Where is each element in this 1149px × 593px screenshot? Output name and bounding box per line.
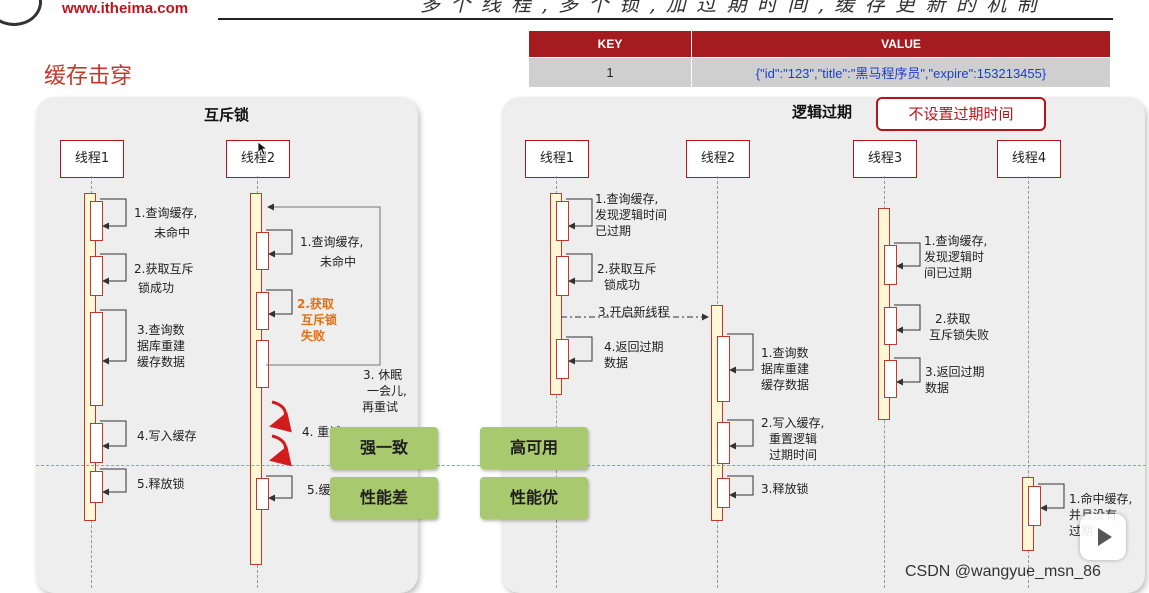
mutex-t1-step4: 4.写入缓存 (137, 429, 197, 443)
logical-thread3-box: 线程3 (853, 140, 917, 178)
logical-t1-step4-a: 4.返回过期 (604, 340, 664, 354)
mutex-panel-title: 互斥锁 (204, 106, 250, 124)
table-row: 1 {"id":"123","title":"黑马程序员","expire":1… (528, 57, 1111, 88)
logical-t2-step3: 3.释放锁 (761, 482, 809, 496)
mutex-thread1-box: 线程1 (60, 140, 124, 178)
logical-t2-step2-a: 2.写入缓存, (761, 416, 825, 430)
logical-t3-step1-a: 1.查询缓存, (924, 234, 988, 248)
mutex-t1-step3-b: 据库重建 (137, 339, 186, 353)
play-button[interactable] (1080, 514, 1126, 560)
logical-t3-step3-b: 数据 (925, 381, 950, 395)
logical-t2-step1-a: 1.查询数 (761, 346, 809, 360)
logical-t1-step1-c: 已过期 (595, 224, 632, 238)
mutex-t2-step1-b: 未命中 (320, 255, 357, 269)
mutex-t2-step2-a: 2.获取 (297, 297, 334, 311)
mutex-t2-step3-a: 3. 休眠 (363, 368, 403, 382)
logical-thread4-box: 线程4 (997, 140, 1061, 178)
logical-thread4-lifeline (1028, 176, 1029, 588)
logical-thread1-box: 线程1 (525, 140, 589, 178)
activation-box (884, 307, 897, 345)
logical-t3-step1-c: 间已过期 (924, 266, 973, 280)
logical-t1-step1-a: 1.查询缓存, (595, 192, 659, 206)
logical-t1-step4-b: 数据 (604, 356, 629, 370)
phase-divider (36, 465, 1146, 466)
watermark: CSDN @wangyue_msn_86 (905, 563, 1101, 580)
no-expire-badge: 不设置过期时间 (876, 97, 1046, 131)
logical-con-badge: 性能优 (480, 477, 588, 519)
logical-t1-step2-b: 锁成功 (604, 278, 641, 292)
logical-t3-step2-b: 互斥锁失败 (929, 328, 990, 342)
logical-t3-step1-b: 发现逻辑时 (924, 250, 985, 264)
logical-t2-step2-b: 重置逻辑 (769, 432, 818, 446)
kv-cell-value: {"id":"123","title":"黑马程序员","expire":153… (691, 57, 1111, 88)
logical-t2-step1-c: 缓存数据 (761, 378, 810, 392)
mutex-t2-step2-b: 互斥锁 (301, 313, 338, 327)
activation-box (256, 478, 269, 510)
mutex-pro-badge: 强一致 (330, 427, 438, 469)
logical-t1-step2-a: 2.获取互斥 (597, 262, 657, 276)
mutex-t2-step2-c: 失败 (301, 329, 326, 343)
mutex-t2-step3-c: 再重试 (362, 400, 399, 414)
mutex-t1-step1-a: 1.查询缓存, (134, 206, 198, 220)
activation-box (556, 201, 569, 241)
logical-t2-step1-b: 据库重建 (761, 362, 810, 376)
logical-thread2-box: 线程2 (686, 140, 750, 178)
header-divider (218, 18, 1113, 20)
play-icon (1098, 528, 1112, 546)
logical-t3-step3-a: 3.返回过期 (925, 365, 985, 379)
activation-box (90, 256, 103, 296)
activation-box (90, 201, 103, 241)
mutex-t1-step1-b: 未命中 (154, 226, 191, 240)
mutex-t2-step5: 5.缓 (307, 483, 331, 497)
mutex-t1-step3-c: 缓存数据 (137, 355, 186, 369)
kv-header-value: VALUE (691, 30, 1111, 58)
retry-arrow-icon (269, 400, 292, 467)
activation-box (256, 340, 269, 388)
cursor-icon (257, 141, 269, 159)
mutex-t1-step3-a: 3.查询数 (137, 323, 185, 337)
mutex-t1-step5: 5.释放锁 (137, 477, 185, 491)
logical-panel-title: 逻辑过期 (792, 103, 853, 121)
logical-t2-step2-c: 过期时间 (769, 448, 818, 462)
mutex-t2-step1-a: 1.查询缓存, (300, 235, 364, 249)
mutex-t1-step2-b: 锁成功 (138, 281, 175, 295)
kv-table: KEY VALUE 1 {"id":"123","title":"黑马程序员",… (528, 30, 1111, 88)
top-banner-text: 多 个 线 程 , 多 个 锁 , 加 过 期 时 间 , 缓 存 更 新 的 … (420, 0, 1039, 16)
logical-t1-step1-b: 发现逻辑时间 (595, 208, 668, 222)
slide-title: 缓存击穿 (44, 64, 133, 89)
mutex-t1-step2-a: 2.获取互斥 (134, 262, 194, 276)
kv-cell-key: 1 (528, 57, 692, 88)
mutex-con-badge: 性能差 (330, 477, 438, 519)
logical-pro-badge: 高可用 (480, 427, 588, 469)
logical-t3-step2-a: 2.获取 (935, 312, 971, 326)
mutex-t2-step3-b: 一会儿, (367, 384, 407, 398)
logical-t1-step3: 3.开启新线程 (598, 305, 670, 319)
activation-box (90, 471, 103, 503)
logical-t4-step1-a: 1.命中缓存, (1069, 492, 1133, 506)
logo-url: www.itheima.com (62, 0, 189, 17)
activation-box (556, 256, 569, 296)
kv-header-row: KEY VALUE (528, 30, 1111, 58)
